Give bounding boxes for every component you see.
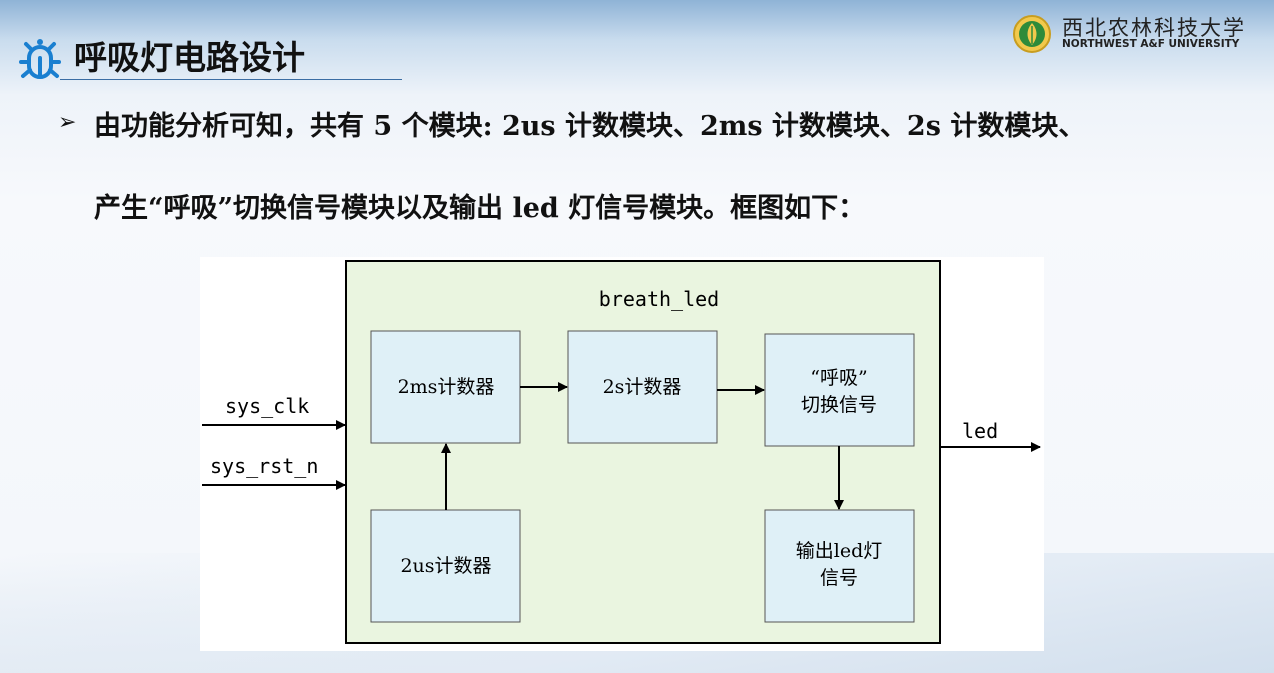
breath-switch-label-line-1: “呼吸” — [810, 367, 867, 389]
ms-counter-label: 2ms计数器 — [398, 376, 495, 398]
ms-counter-block — [370, 330, 521, 444]
container-label: breath_led — [599, 287, 719, 311]
breath-switch-label-line-2: 切换信号 — [801, 394, 877, 416]
bullet-marker: ➢ — [58, 110, 77, 135]
bullet-text-line-2: 产生“呼吸”切换信号模块以及输出 led 灯信号模块。框图如下： — [94, 193, 866, 224]
s-counter-label: 2s计数器 — [603, 376, 682, 398]
us-counter-label: 2us计数器 — [400, 555, 491, 577]
bullet-text-line-1: 由功能分析可知，共有 5 个模块: 2us 计数模块、2ms 计数模块、2s 计… — [94, 111, 1086, 142]
page-title: 呼吸灯电路设计 — [74, 38, 305, 77]
university-logo: 西北农林科技大学 NORTHWEST A&F UNIVERSITY — [1012, 10, 1252, 54]
sys-rst-n-label: sys_rst_n — [210, 454, 318, 478]
breath-switch-block — [764, 333, 915, 447]
bug-icon — [19, 39, 61, 79]
led-output-label-line-2: 信号 — [820, 567, 858, 589]
led-output-signal-label: led — [962, 419, 998, 443]
title-underline — [60, 79, 402, 80]
university-name-cn: 西北农林科技大学 — [1062, 16, 1246, 40]
led-output-label-line-1: 输出led灯 — [796, 540, 882, 562]
university-name-en: NORTHWEST A&F UNIVERSITY — [1062, 38, 1240, 50]
s-counter-block — [567, 330, 718, 444]
sys-clk-label: sys_clk — [225, 394, 309, 418]
us-counter-block — [370, 509, 521, 623]
led-output-block — [764, 509, 915, 623]
university-emblem-icon — [1013, 15, 1051, 53]
